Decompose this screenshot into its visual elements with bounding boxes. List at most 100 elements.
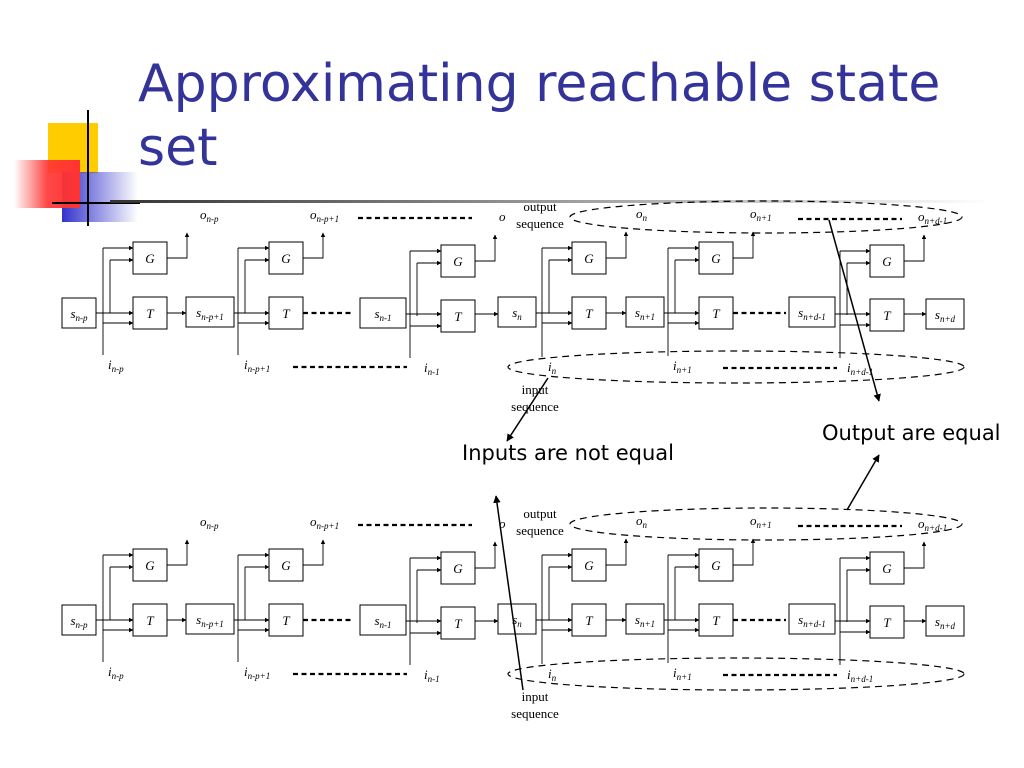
state-label-1: sn-p+1 <box>196 305 224 322</box>
annotation-arrow-outputs-top <box>828 219 881 402</box>
state-label-6-bottom: sn+d <box>935 614 956 631</box>
g-block-label-4-bottom: G <box>711 558 721 573</box>
output-sequence-ellipse <box>569 200 963 234</box>
g-block-2 <box>440 244 476 278</box>
state-box-6-bottom <box>925 605 965 637</box>
output-label-5-bottom: on+d-1 <box>918 516 947 533</box>
output-sequence-label-2: sequence <box>516 216 564 231</box>
output-label-0: on-p <box>200 207 219 224</box>
input-label-1-bottom: in-p+1 <box>244 664 270 681</box>
state-label-4-bottom: sn+1 <box>635 612 655 629</box>
t-block-label-5-bottom: T <box>883 615 891 630</box>
g-block-label-5-bottom: G <box>882 561 892 576</box>
t-block-label-0: T <box>146 306 154 321</box>
diagram-top-row: GTin-pon-pGTin-p+1on-p+1GTin-1oGTinonGTi… <box>61 199 965 414</box>
g-block-3 <box>571 241 607 275</box>
state-box-5-bottom <box>788 603 836 635</box>
input-sequence-label-1: input <box>522 382 549 397</box>
output-wire-4 <box>733 231 756 259</box>
state-box-6 <box>925 298 965 330</box>
t-block-label-1: T <box>282 306 290 321</box>
g-block-0 <box>132 241 168 275</box>
annotation-inputs-not-equal: Inputs are not equal <box>462 441 674 465</box>
t-block-5-bottom <box>869 605 905 639</box>
output-label-4: on+1 <box>750 206 772 223</box>
input-label-2-bottom: in-1 <box>424 667 440 684</box>
state-label-2: sn-1 <box>374 306 391 323</box>
state-label-0-bottom: sn-p <box>70 613 88 630</box>
output-sequence-ellipse-bottom <box>569 507 963 541</box>
state-box-2-bottom <box>359 604 407 636</box>
g-block-label-5: G <box>882 254 892 269</box>
input-label-5-bottom: in+d-1 <box>847 667 873 684</box>
state-box-4-bottom <box>625 603 665 635</box>
g-block-label-3: G <box>584 251 594 266</box>
annotation-outputs-equal: Output are equal <box>822 421 1001 445</box>
input-label-4-bottom: in+1 <box>673 665 692 682</box>
output-label-0-bottom: on-p <box>200 514 219 531</box>
input-sequence-label-2-bottom: sequence <box>511 706 559 721</box>
output-wire-3 <box>606 231 629 259</box>
diagram-bottom-row: GTin-pon-pGTin-p+1on-p+1GTin-1oGTinonGTi… <box>61 506 965 721</box>
decorative-squares <box>14 110 990 226</box>
t-block-0-bottom <box>132 603 168 637</box>
output-wire-2 <box>475 234 498 262</box>
state-label-1-bottom: sn-p+1 <box>196 612 224 629</box>
g-block-label-0-bottom: G <box>145 558 155 573</box>
g-block-3-bottom <box>571 548 607 582</box>
annotation-arrow-inputs-top <box>506 377 549 442</box>
input-sequence-label-2: sequence <box>511 399 559 414</box>
annotation-arrow-inputs-bottom <box>493 495 524 691</box>
input-label-1: in-p+1 <box>244 357 270 374</box>
input-label-3: in <box>548 359 557 376</box>
state-box-5 <box>788 296 836 328</box>
t-block-label-3: T <box>585 306 593 321</box>
state-box-0 <box>61 297 97 329</box>
state-label-5: sn+d-1 <box>798 305 826 322</box>
input-label-0-bottom: in-p <box>108 664 124 681</box>
output-wire-1-bottom <box>303 539 326 566</box>
state-label-5-bottom: sn+d-1 <box>798 612 826 629</box>
t-block-label-4-bottom: T <box>712 613 720 628</box>
t-block-label-0-bottom: T <box>146 613 154 628</box>
input-label-5: in+d-1 <box>847 360 873 377</box>
t-block-label-2: T <box>454 309 462 324</box>
output-sequence-label-2-bottom: sequence <box>516 523 564 538</box>
state-label-0: sn-p <box>70 306 88 323</box>
output-wire-5 <box>904 234 927 262</box>
output-label-3: on <box>636 206 648 223</box>
output-wire-0-bottom <box>167 539 190 566</box>
output-label-1-bottom: on-p+1 <box>310 514 339 531</box>
output-wire-3-bottom <box>606 538 629 566</box>
input-label-0: in-p <box>108 357 124 374</box>
output-wire-0 <box>167 232 190 259</box>
t-block-5 <box>869 298 905 332</box>
t-block-label-1-bottom: T <box>282 613 290 628</box>
g-block-label-2: G <box>453 254 463 269</box>
g-block-label-2-bottom: G <box>453 561 463 576</box>
g-block-4-bottom <box>698 548 734 582</box>
g-block-label-1-bottom: G <box>281 558 291 573</box>
g-block-label-3-bottom: G <box>584 558 594 573</box>
output-wire-1 <box>303 232 326 259</box>
deco-red-square <box>14 160 80 208</box>
output-sequence-label-1: output <box>523 199 557 214</box>
state-box-0-bottom <box>61 604 97 636</box>
title-rule <box>110 200 990 203</box>
state-label-2-bottom: sn-1 <box>374 613 391 630</box>
slide-title: Approximating reachable state set <box>138 54 941 178</box>
output-label-5: on+d-1 <box>918 209 947 226</box>
state-label-6: sn+d <box>935 307 956 324</box>
input-sequence-label-1-bottom: input <box>522 689 549 704</box>
t-block-3 <box>571 296 607 330</box>
state-label-3: sn <box>512 305 522 322</box>
state-label-3-bottom: sn <box>512 612 522 629</box>
output-label-4-bottom: on+1 <box>750 513 772 530</box>
g-block-1 <box>268 241 304 275</box>
g-block-label-4: G <box>711 251 721 266</box>
output-wire-2-bottom <box>475 541 498 569</box>
state-box-1-bottom <box>185 603 235 635</box>
g-block-4 <box>698 241 734 275</box>
input-label-2: in-1 <box>424 360 440 377</box>
